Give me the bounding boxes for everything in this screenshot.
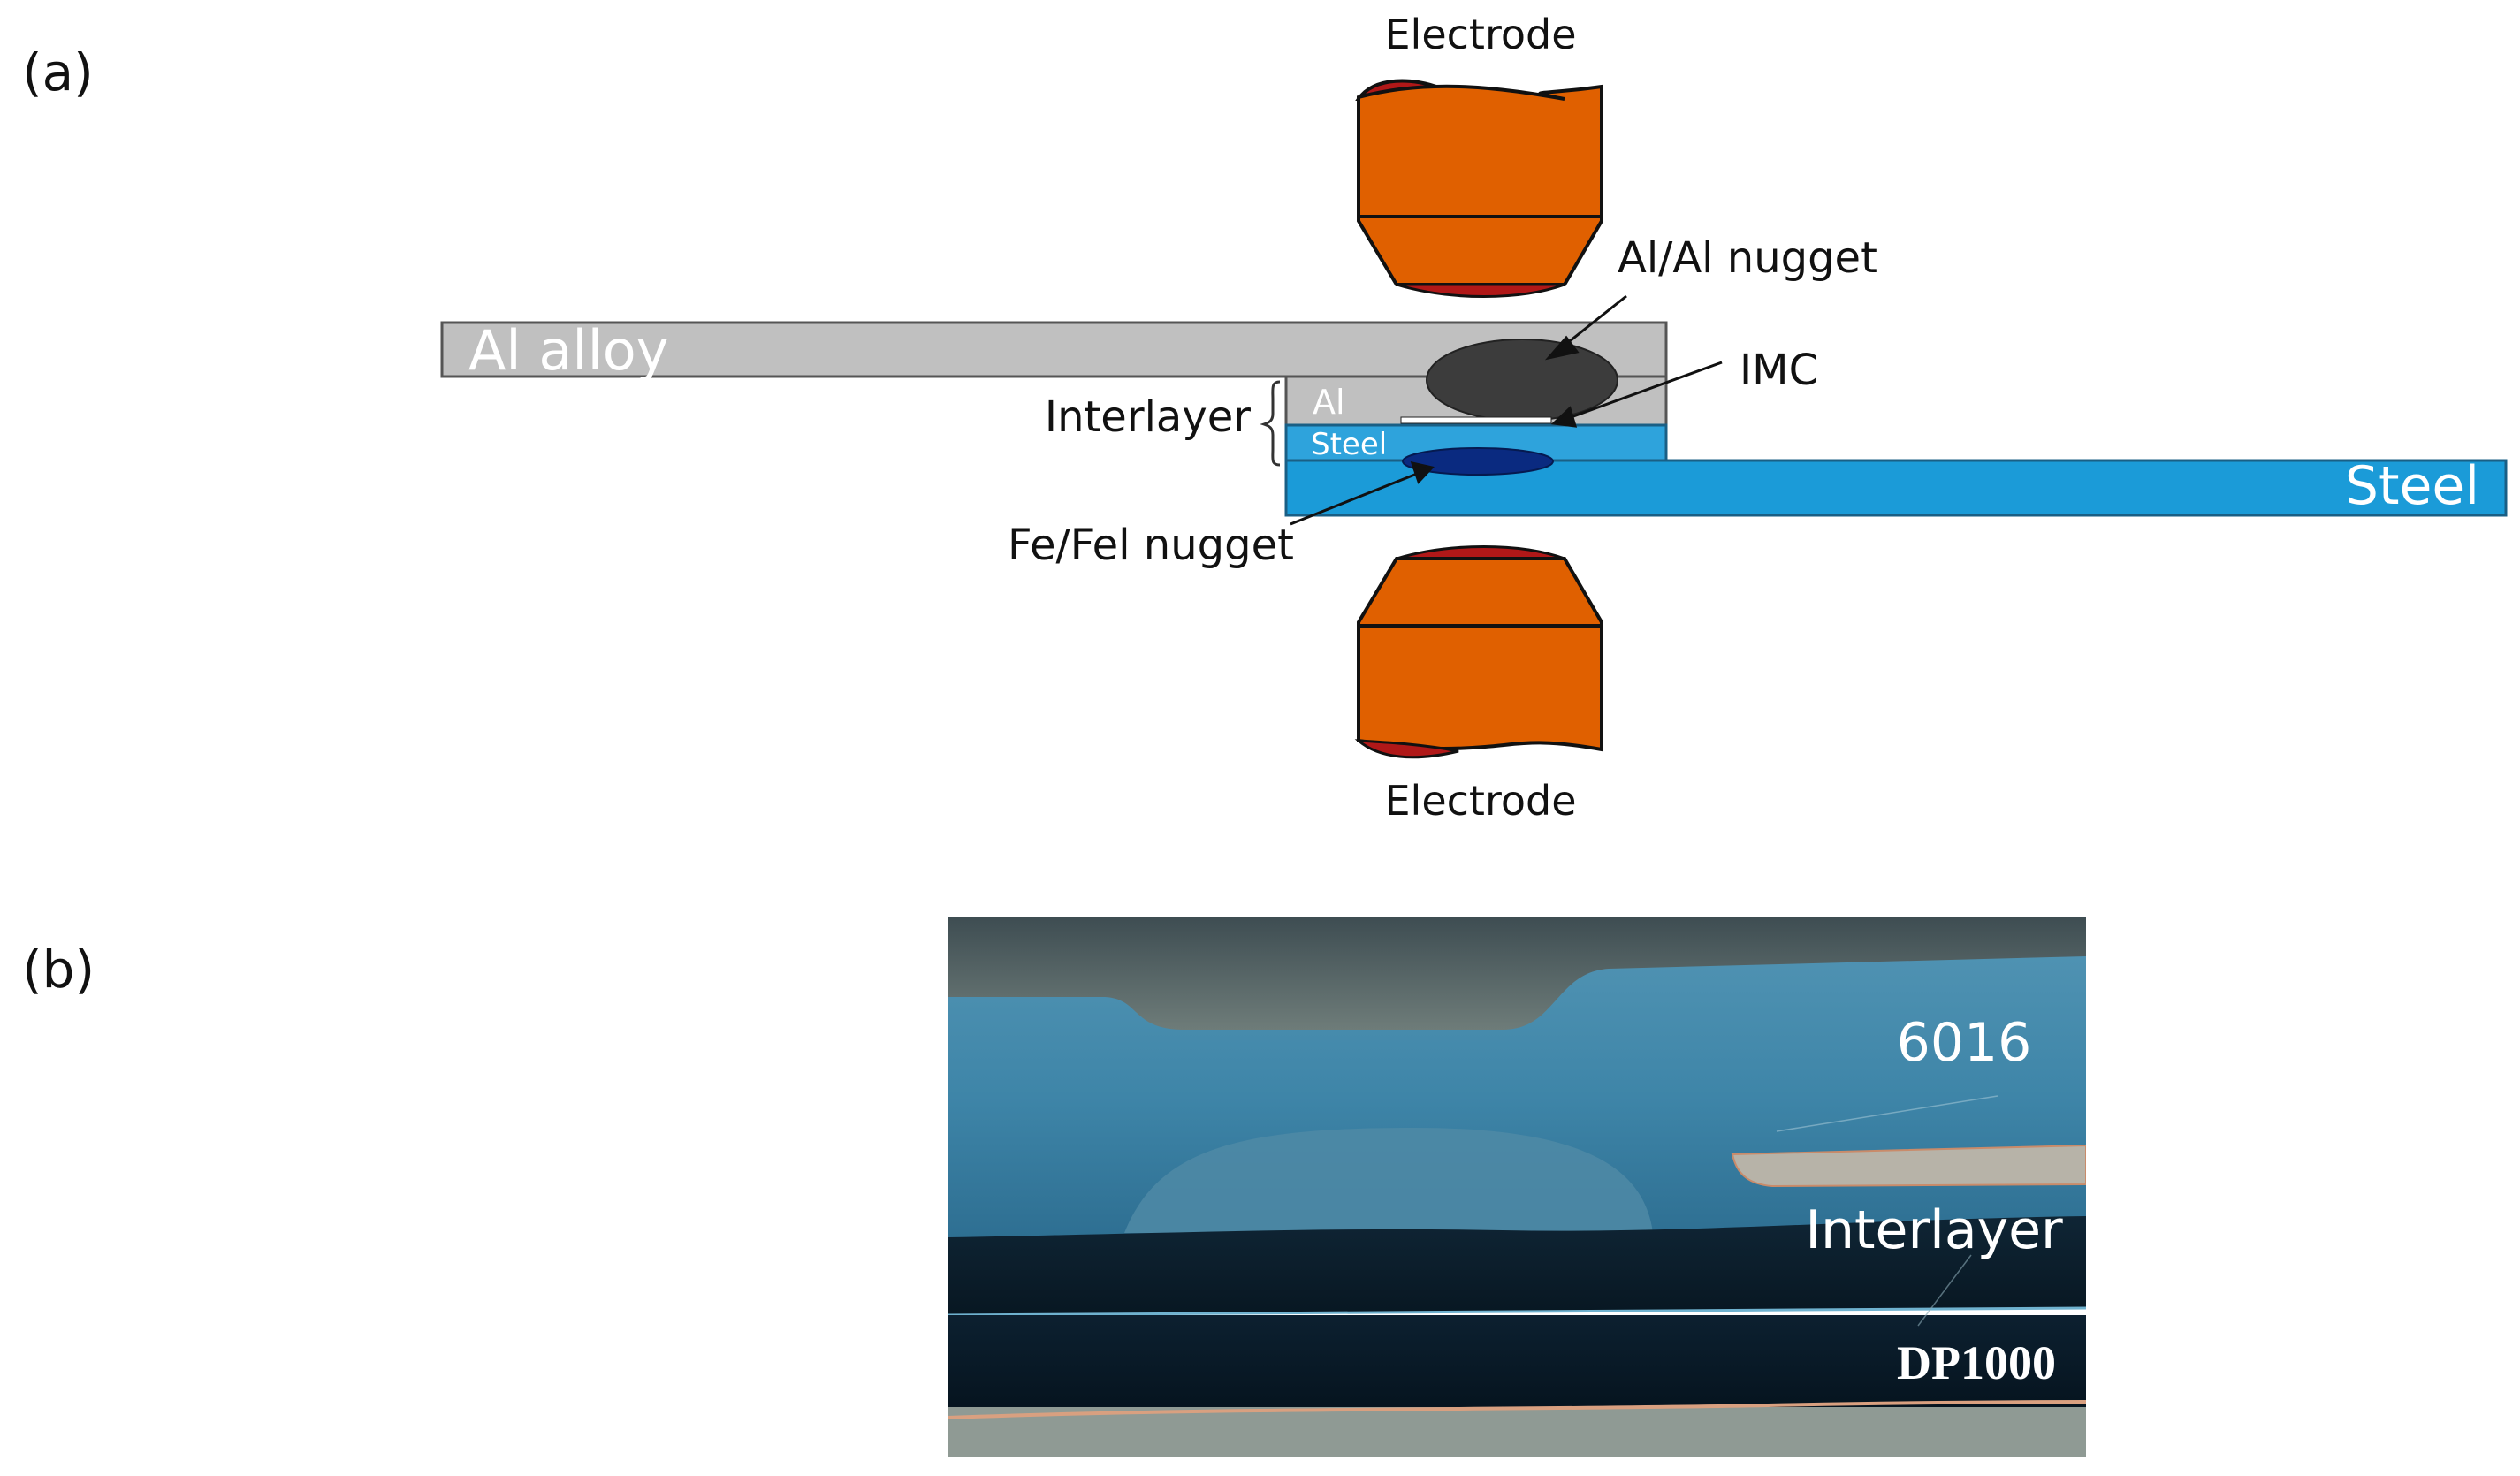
- al-alloy-label: Al alloy: [468, 318, 668, 383]
- al-al-nugget: [1426, 339, 1618, 422]
- micrograph-interlayer-line: [948, 1306, 2086, 1317]
- electrode-bottom-face: [1396, 545, 1565, 560]
- interlayer-al-label: Al: [1313, 383, 1345, 422]
- imc-label: IMC: [1740, 346, 1818, 395]
- panel-b-label: (b): [22, 940, 95, 1000]
- panel-b: (b): [22, 917, 2086, 1457]
- micrograph-scratch-2: [1917, 1254, 1972, 1327]
- electrode-top-taper: [1357, 215, 1603, 286]
- interlayer-brace: [1260, 380, 1281, 467]
- steel-label: Steel: [2345, 455, 2479, 517]
- annotation-arrows: [1290, 294, 1723, 526]
- electrode-bottom-taper: [1357, 557, 1603, 628]
- al-nugget-arrowhead: [1544, 335, 1580, 361]
- micrograph-interlayer-label: Interlayer: [1805, 1199, 2063, 1261]
- micrograph-dp1000-label: DP1000: [1897, 1336, 2056, 1389]
- micrograph-scratch: [1776, 1095, 1998, 1132]
- electrode-top-body: [1357, 84, 1603, 218]
- fe-nugget-arrow-line: [1290, 470, 1422, 526]
- fe-nugget-arrowhead: [1410, 460, 1435, 484]
- imc-layer: [1400, 416, 1552, 424]
- electrode-bottom-label: Electrode: [1384, 777, 1576, 825]
- electrode-bottom: [1354, 545, 1603, 759]
- panel-a-label: (a): [22, 42, 94, 103]
- electrode-top-label: Electrode: [1384, 11, 1576, 58]
- electrode-top: [1355, 79, 1603, 298]
- micrograph-dp1000-band: [948, 1315, 2086, 1407]
- micrograph-interlayer-band: [948, 1216, 2086, 1315]
- micrograph-gap: [1731, 1144, 2086, 1188]
- micrograph: 6016 Interlayer DP1000: [948, 917, 2086, 1457]
- electrode-top-face: [1396, 283, 1565, 298]
- imc-arrowhead: [1550, 406, 1578, 428]
- interlayer-steel-label: Steel: [1311, 427, 1387, 462]
- fe-nugget-label: Fe/Fel nugget: [1008, 521, 1294, 570]
- interlayer-label: Interlayer: [1045, 392, 1251, 442]
- micrograph-nugget-zone: [1124, 1128, 1653, 1233]
- micrograph-6016-label: 6016: [1897, 1012, 2032, 1074]
- electrode-bottom-tip: [1354, 739, 1459, 759]
- micrograph-bottom-edge: [948, 1400, 2086, 1419]
- al-nugget-label: Al/Al nugget: [1618, 233, 1877, 283]
- electrode-bottom-body: [1357, 624, 1603, 752]
- panel-a: (a) Electrode Al alloy Al Steel Steel In…: [22, 11, 2508, 825]
- imc-arrow-line: [1565, 361, 1723, 421]
- fe-fe-nugget: [1402, 447, 1554, 476]
